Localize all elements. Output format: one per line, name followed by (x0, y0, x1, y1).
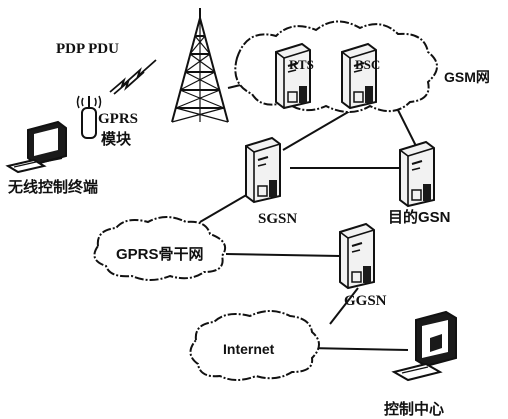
sgsn-server-icon (245, 137, 281, 203)
gprs-backbone-cloud (93, 216, 226, 281)
dest-gsn-label: 目的GSN (388, 209, 451, 226)
link-ggsn-internet (329, 287, 359, 325)
sgsn-label: SGSN (258, 211, 298, 227)
radio-tower-icon (171, 8, 229, 123)
link-backbone-ggsn (225, 253, 341, 257)
bsc-server-icon (341, 43, 377, 109)
pdp-pdu-label: PDP PDU (56, 41, 119, 57)
gprs-backbone-label: GPRS骨干网 (116, 246, 204, 263)
gprs-modem-icon (76, 95, 102, 139)
ggsn-server-icon (339, 223, 375, 289)
rts-server-icon (275, 43, 311, 109)
wireless-terminal-label: 无线控制终端 (8, 179, 99, 196)
gsm-cloud (234, 20, 438, 113)
link-gsm-dest-gsn (397, 109, 419, 151)
gsm-network-label: GSM网 (444, 69, 490, 85)
gprs-module-label: GPRS (98, 111, 139, 127)
dest-gsn-server-icon (399, 141, 435, 207)
lightning-icon (109, 59, 157, 95)
bsc-label: BSC (355, 57, 381, 72)
internet-label: Internet (223, 341, 275, 357)
internet-cloud (189, 310, 320, 381)
link-internet-center (307, 347, 409, 351)
ggsn-label: GGSN (344, 293, 387, 309)
link-bsc-sgsn (282, 107, 356, 151)
rts-label: RTS (289, 57, 314, 72)
control-center-label: 控制中心 (384, 401, 445, 418)
control-center-computer-icon (391, 310, 457, 382)
gprs-module-label-line2: 模块 (101, 131, 132, 148)
connection-lines (199, 81, 419, 351)
wireless-terminal-computer-icon (5, 120, 67, 174)
